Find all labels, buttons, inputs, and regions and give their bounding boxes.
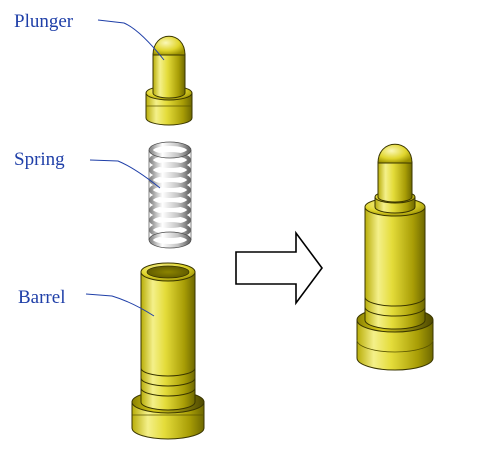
- spring-part: [148, 141, 192, 249]
- barrel-label: Barrel: [18, 287, 66, 308]
- spring-leader-line: [89, 159, 161, 189]
- leader-lines: [85, 19, 165, 317]
- spring-label: Spring: [14, 149, 65, 170]
- plunger-leader-line: [97, 19, 165, 61]
- plunger-part: [145, 35, 193, 126]
- assembled-pogo-pin: [356, 143, 434, 371]
- barrel-part: [131, 262, 205, 440]
- barrel-leader-line: [85, 293, 155, 317]
- right-hollow-arrow-icon: [235, 230, 323, 306]
- plunger-label: Plunger: [14, 11, 74, 32]
